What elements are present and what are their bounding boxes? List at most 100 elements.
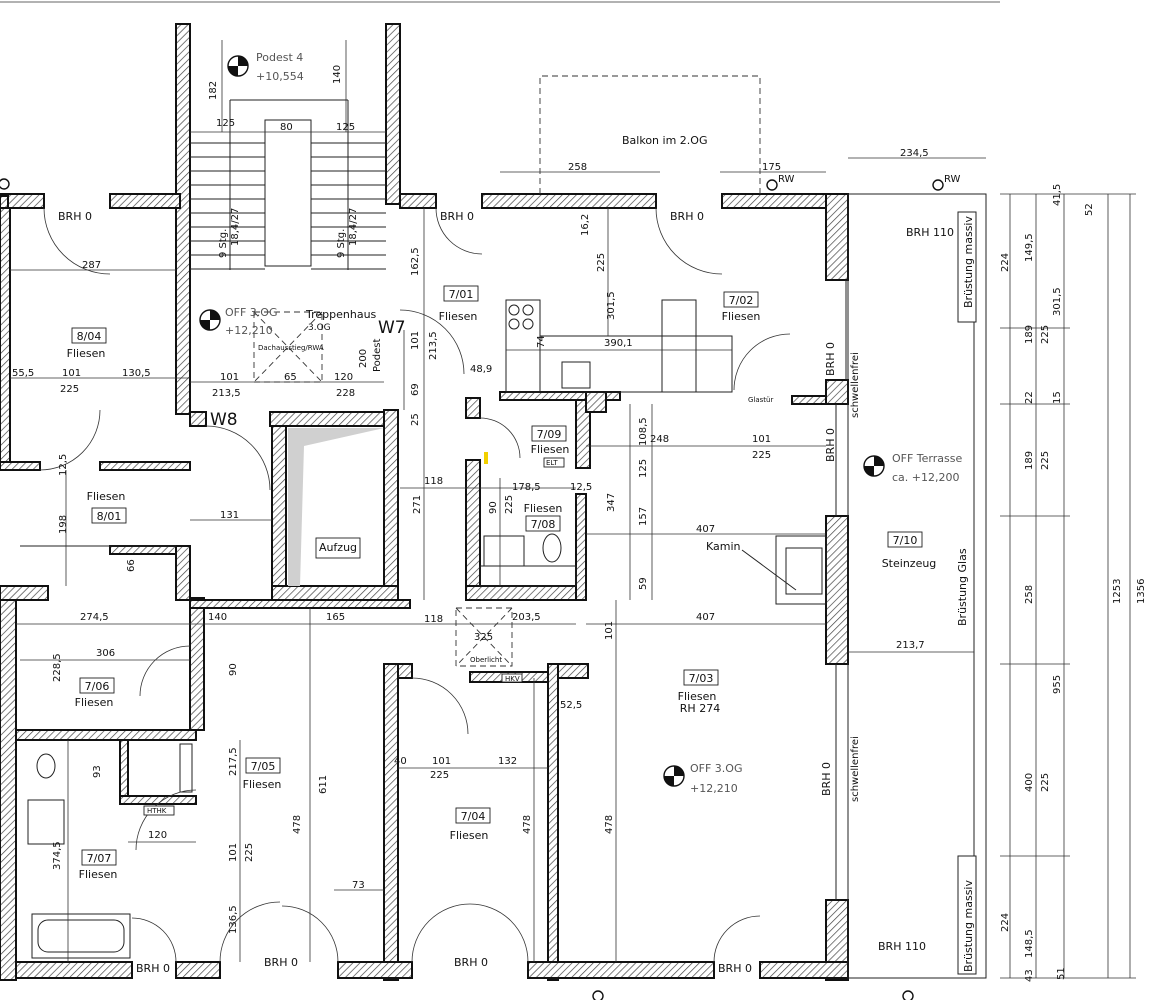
room-8-04-floor: Fliesen	[67, 347, 106, 360]
dim-228: 228	[336, 388, 355, 399]
dim-132: 132	[498, 756, 517, 767]
room-8-01-floor: Fliesen	[87, 490, 126, 503]
room-7-07-number: 7/07	[87, 852, 112, 865]
dim-v-478-a: 478	[604, 815, 615, 834]
door-swings	[39, 207, 791, 963]
dim-v-182: 182	[208, 81, 219, 100]
dim-v-16-2: 16,2	[580, 214, 591, 236]
treppenhaus-label: Treppenhaus	[305, 308, 377, 321]
dim-v-93: 93	[92, 765, 103, 778]
dim-390-1: 390,1	[604, 338, 633, 349]
dim-v-198: 198	[58, 515, 69, 534]
dim-40: 40	[394, 756, 407, 767]
balkon-label: Balkon im 2.OG	[622, 134, 707, 147]
rw-label-1: RW	[778, 174, 795, 185]
dim-73: 73	[352, 880, 365, 891]
dim-101d: 101	[432, 756, 451, 767]
off-stair-label: OFF 3.OG	[225, 306, 278, 319]
stair-left-steps: 9 Stg.	[218, 229, 229, 258]
dim-125a: 125	[216, 118, 235, 129]
glastuer-label: Glastür	[748, 396, 773, 404]
podest-label: Podest 4	[256, 51, 303, 64]
dim-287: 287	[82, 260, 101, 271]
dim-r-51: 51	[1056, 967, 1067, 980]
dim-120b: 120	[148, 830, 167, 841]
kamin-label: Kamin	[706, 540, 741, 553]
off-main-label: OFF 3.OG	[690, 762, 743, 775]
dim-r-15: 15	[1052, 391, 1063, 404]
room-7-01-floor: Fliesen	[439, 310, 478, 323]
room-7-06-floor: Fliesen	[75, 696, 114, 709]
dim-407b: 407	[696, 612, 715, 623]
dim-r-148-5: 148,5	[1024, 929, 1035, 958]
room-7-02-number: 7/02	[729, 294, 754, 307]
room-7-05-floor: Fliesen	[243, 778, 282, 791]
room-7-06-number: 7/06	[85, 680, 110, 693]
interior-lines	[20, 75, 987, 979]
dim-118b: 118	[424, 614, 443, 625]
room-7-04-number: 7/04	[461, 810, 486, 823]
dim-v-228-5: 228,5	[52, 653, 63, 682]
dim-v-90-b: 90	[228, 663, 239, 676]
level-marker-stair	[199, 309, 221, 331]
room-8-01-number: 8/01	[97, 510, 122, 523]
dim-r-224-a: 224	[1000, 253, 1011, 272]
dim-v-74: 74	[536, 335, 547, 348]
dim-101c: 101	[752, 434, 771, 445]
dim-v-611: 611	[318, 775, 329, 794]
wall-w8-label: W8	[210, 410, 238, 430]
dim-r-225-c: 225	[1040, 773, 1051, 792]
dim-125b: 125	[336, 122, 355, 133]
room-7-03-number: 7/03	[689, 672, 714, 685]
stair-left-ratio: 18,4/27	[230, 208, 241, 246]
dim-178-5: 178,5	[512, 482, 541, 493]
dim-274-5: 274,5	[80, 612, 109, 623]
dim-r-1253: 1253	[1112, 579, 1123, 604]
room-8-04-number: 8/04	[77, 330, 102, 343]
dim-248: 248	[650, 434, 669, 445]
brh-0-e: BRH 0	[264, 956, 298, 969]
room-7-04-floor: Fliesen	[450, 829, 489, 842]
schwellenfrei-top: schwellenfrei	[850, 352, 861, 418]
marker-yellow	[484, 452, 488, 464]
dim-v-136-5: 136,5	[228, 905, 239, 934]
dim-v-125: 125	[638, 459, 649, 478]
room-7-08-floor: Fliesen	[524, 502, 563, 515]
dim-r-189-b: 189	[1024, 451, 1035, 470]
stair-right-ratio: 18,4/27	[348, 208, 359, 246]
special-labels: Treppenhaus 3.OG Dachausstieg/RWA Podest…	[58, 51, 975, 975]
dim-52-5: 52,5	[560, 700, 582, 711]
room-7-01-number: 7/01	[449, 288, 474, 301]
dim-101b: 101	[220, 372, 239, 383]
bruestung-massiv-bottom: Brüstung massiv	[962, 880, 975, 972]
off-terrace-level: ca. +12,200	[892, 471, 960, 484]
room-7-08-number: 7/08	[531, 518, 556, 531]
room-7-03-floor: Fliesen	[678, 690, 717, 703]
dachausstieg-label: Dachausstieg/RWA	[258, 344, 324, 352]
dim-r-22: 22	[1024, 391, 1035, 404]
dim-r-52: 52	[1084, 203, 1095, 216]
elt-label: ELT	[546, 459, 558, 467]
treppenhaus-floor: 3.OG	[308, 323, 331, 333]
brh-0-d: BRH 0	[136, 962, 170, 975]
brh-110-bottom: BRH 110	[878, 940, 926, 953]
dim-v-101: 101	[410, 331, 421, 350]
dim-213-5: 213,5	[212, 388, 241, 399]
dim-v-347: 347	[606, 493, 617, 512]
dim-101a: 101	[62, 368, 81, 379]
dim-r-43: 43	[1024, 969, 1035, 982]
dim-v-25: 25	[410, 413, 421, 426]
stair-treads-left	[190, 142, 265, 270]
brh-0-g: BRH 0	[718, 962, 752, 975]
dim-r-400: 400	[1024, 773, 1035, 792]
brh-0-v2: BRH 0	[824, 428, 837, 462]
dim-v-301-5: 301,5	[606, 291, 617, 320]
bruestung-glas: Brüstung Glas	[956, 548, 969, 626]
dim-r-225-b: 225	[1040, 451, 1051, 470]
dim-r-258: 258	[1024, 585, 1035, 604]
dim-r-301-5: 301,5	[1052, 287, 1063, 316]
dim-r-149-5: 149,5	[1024, 233, 1035, 262]
dim-225b: 225	[752, 450, 771, 461]
dim-12-5: 12,5	[570, 482, 592, 493]
